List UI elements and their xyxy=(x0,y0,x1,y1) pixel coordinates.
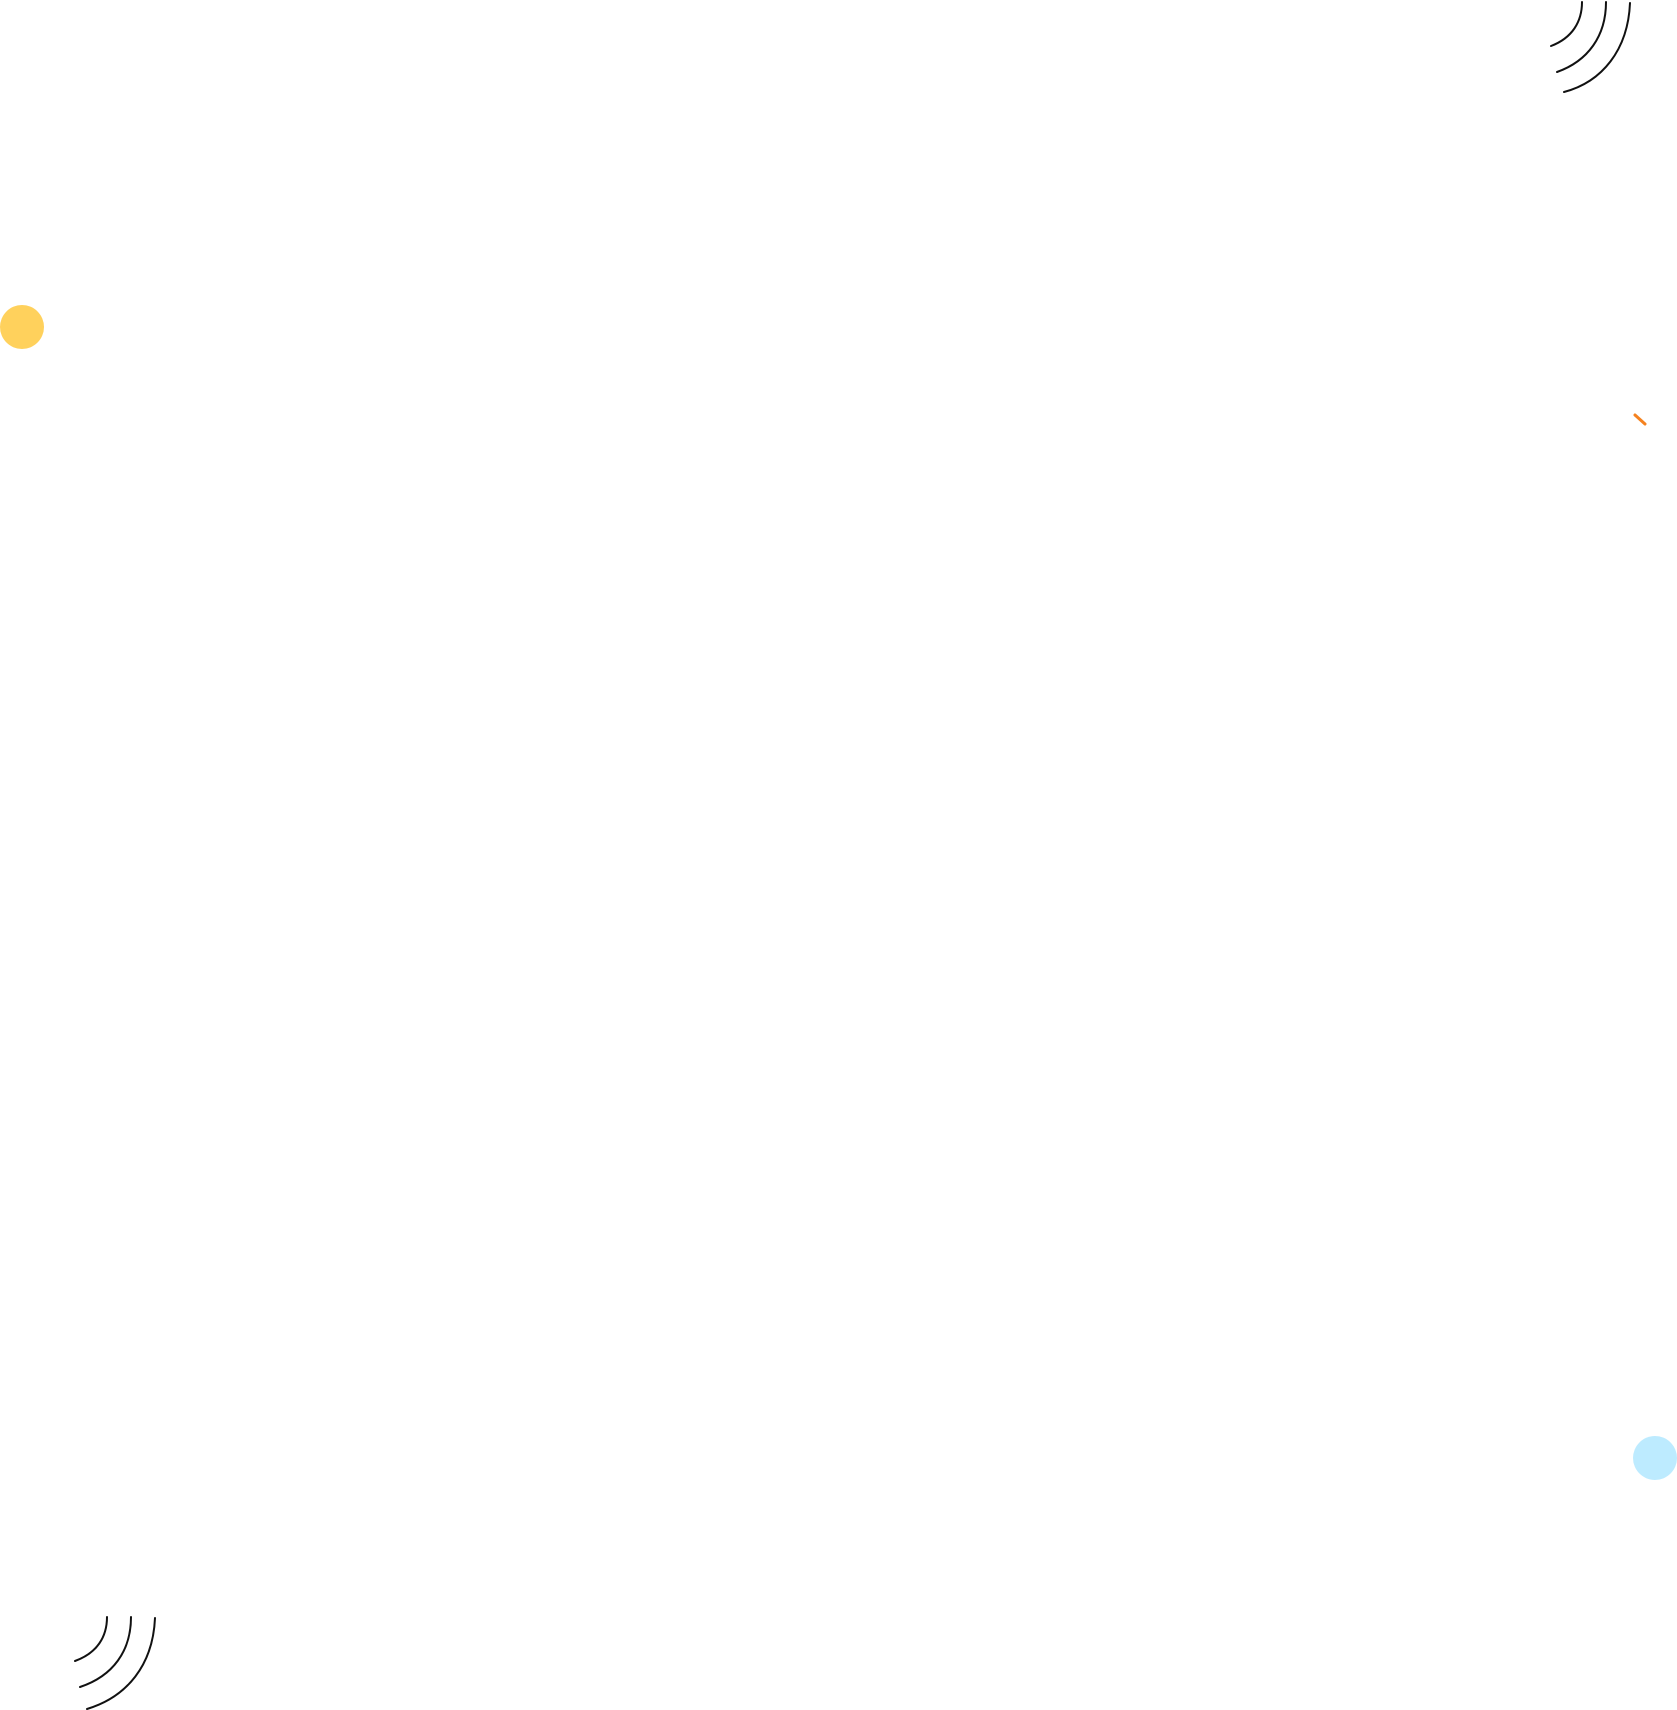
arcs-bottom-left-strokes xyxy=(74,1616,156,1710)
orange-dash-icon xyxy=(1633,413,1647,426)
blue-dot-icon xyxy=(1633,1436,1677,1480)
yellow-dot-icon xyxy=(0,305,44,349)
arcs-bottom-left-icon xyxy=(74,1616,156,1710)
orange-dash-stroke xyxy=(1633,413,1647,426)
arcs-top-right-strokes xyxy=(1550,1,1631,93)
arcs-top-right-icon xyxy=(1550,1,1631,93)
